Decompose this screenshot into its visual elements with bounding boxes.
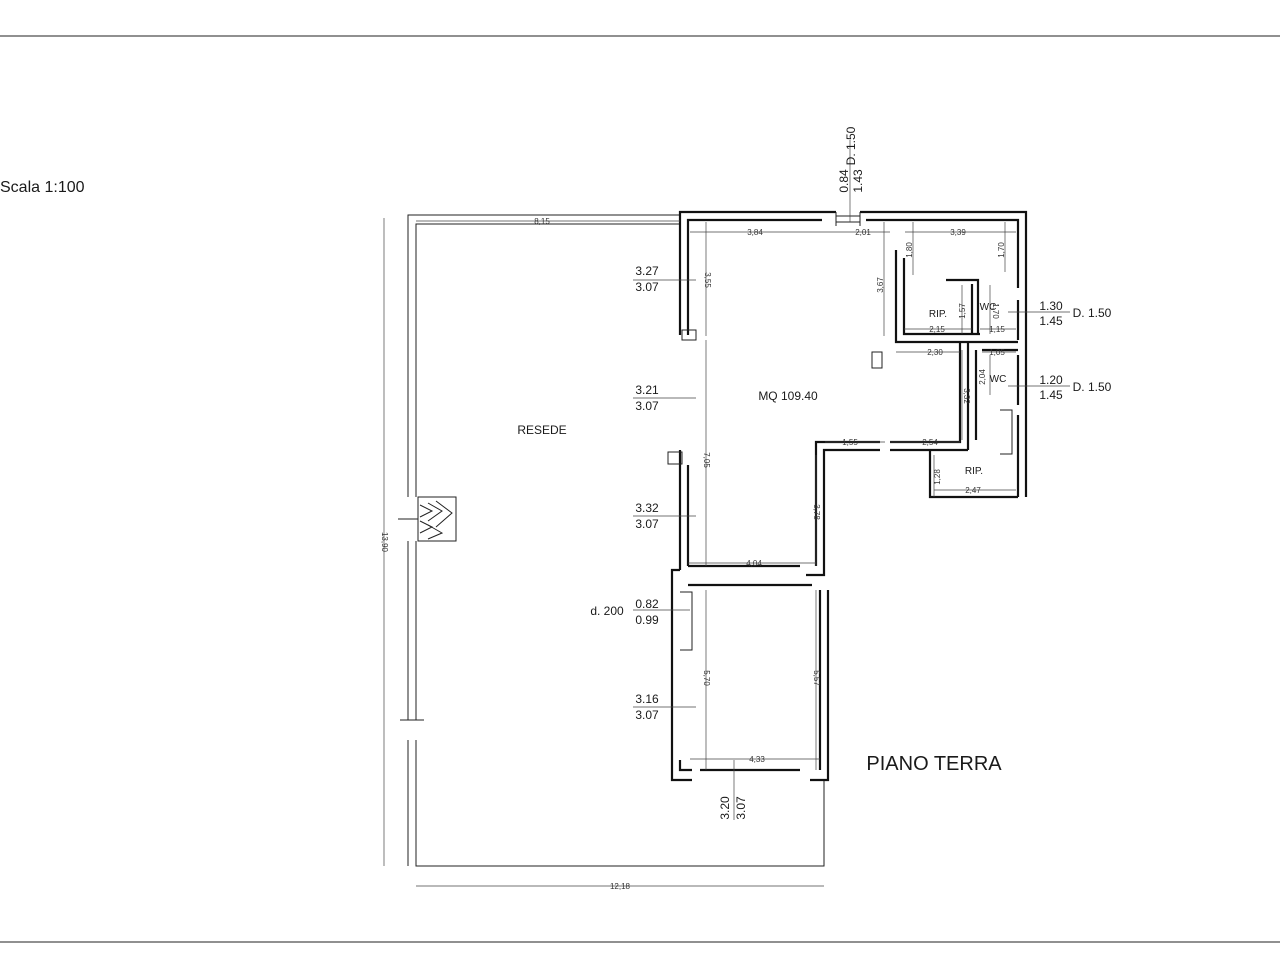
building-walls <box>667 210 1028 782</box>
svg-text:1,70: 1,70 <box>997 242 1006 258</box>
resede-label: RESEDE <box>517 423 566 437</box>
window-sill: 1.45 <box>1039 314 1063 328</box>
svg-text:3,84: 3,84 <box>747 228 763 237</box>
svg-text:3,32: 3,32 <box>962 388 971 404</box>
window-height: 3.16 <box>635 692 659 706</box>
svg-text:2,15: 2,15 <box>929 325 945 334</box>
window-sill: 3.07 <box>635 280 659 294</box>
window-sill: 1.45 <box>1039 388 1063 402</box>
window-height: 3.20 <box>718 796 732 820</box>
svg-text:3,78: 3,78 <box>812 504 821 520</box>
room-label-rip2: RIP. <box>965 466 983 477</box>
svg-text:8,15: 8,15 <box>534 217 550 226</box>
svg-text:1,55: 1,55 <box>842 438 858 447</box>
window-sill: 0.99 <box>635 613 659 627</box>
svg-text:2,47: 2,47 <box>965 486 981 495</box>
svg-text:2,04: 2,04 <box>978 369 987 385</box>
door-width: D. 1.50 <box>844 126 858 165</box>
window-sill: 3.07 <box>635 708 659 722</box>
svg-text:3,55: 3,55 <box>703 272 712 288</box>
window-height: 0.84 <box>837 169 851 193</box>
area-label: MQ 109.40 <box>758 389 818 403</box>
svg-text:3,67: 3,67 <box>876 277 885 293</box>
svg-text:2,30: 2,30 <box>927 348 943 357</box>
window-height: 3.27 <box>635 264 659 278</box>
svg-text:1,80: 1,80 <box>905 242 914 258</box>
svg-text:1,28: 1,28 <box>933 469 942 485</box>
window-sill: 3.07 <box>635 399 659 413</box>
svg-text:13,90: 13,90 <box>380 532 389 553</box>
room-label-wc2: WC <box>990 374 1007 385</box>
svg-text:2,01: 2,01 <box>855 228 871 237</box>
door-width: D. 1.50 <box>1073 380 1112 394</box>
door-width: D. 1.50 <box>1073 306 1112 320</box>
window-sill: 1.43 <box>851 169 865 193</box>
window-annotations: 3.27 3.07 3.21 3.07 3.32 3.07 d. 200 0.8… <box>590 126 1111 819</box>
svg-text:5,70: 5,70 <box>702 670 711 686</box>
window-height: 0.82 <box>635 597 659 611</box>
svg-text:4,33: 4,33 <box>749 755 765 764</box>
window-sill: 3.07 <box>734 796 748 820</box>
svg-text:5,57: 5,57 <box>812 670 821 686</box>
plan-title: PIANO TERRA <box>866 753 1002 775</box>
svg-text:12,18: 12,18 <box>610 882 631 891</box>
resede-boundary <box>400 214 825 867</box>
svg-text:1,70: 1,70 <box>991 303 1000 319</box>
dimension-lines <box>383 140 1070 887</box>
window-height: 1.20 <box>1039 373 1063 387</box>
svg-text:1,05: 1,05 <box>989 348 1005 357</box>
svg-text:2,54: 2,54 <box>922 438 938 447</box>
window-sill: 3.07 <box>635 517 659 531</box>
svg-text:4,04: 4,04 <box>746 559 762 568</box>
svg-text:1,15: 1,15 <box>989 325 1005 334</box>
room-label-rip1: RIP. <box>929 309 947 320</box>
window-height: 3.21 <box>635 383 659 397</box>
svg-text:3,39: 3,39 <box>950 228 966 237</box>
scale-label: Scala 1:100 <box>0 179 85 196</box>
door-width: d. 200 <box>590 604 624 618</box>
window-height: 1.30 <box>1039 299 1063 313</box>
svg-text:7,05: 7,05 <box>702 452 711 468</box>
window-height: 3.32 <box>635 501 659 515</box>
room-label-wc1: WC <box>980 302 997 313</box>
gate-icon <box>398 496 457 542</box>
svg-text:1,57: 1,57 <box>958 303 967 319</box>
dimension-values: 8,15 3,84 2,01 3,39 3,55 3,67 1,80 1,70 … <box>380 217 1006 891</box>
